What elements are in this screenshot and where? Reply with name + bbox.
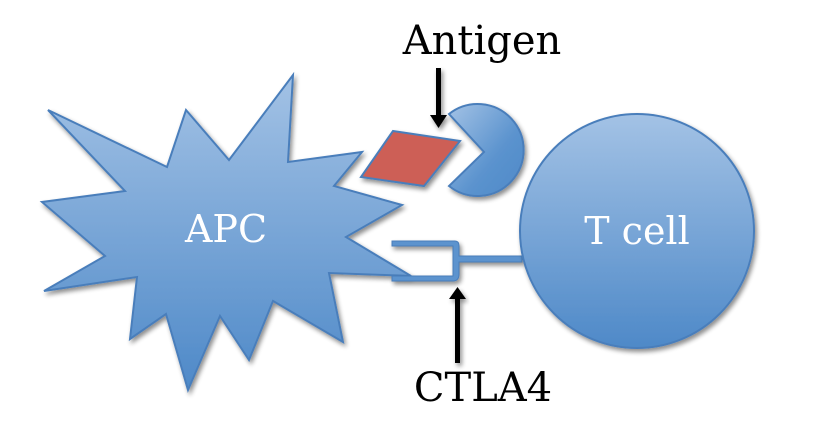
antigen-callout: Antigen: [402, 18, 562, 128]
t-cell-label: T cell: [584, 209, 690, 253]
antigen-callout-label: Antigen: [402, 18, 562, 64]
apc-label: APC: [184, 207, 267, 251]
apc-cell: APC: [39, 71, 412, 393]
apc-starburst-shape: [39, 71, 412, 393]
arrow-up-icon: [449, 287, 466, 363]
arrow-down-icon: [430, 68, 447, 128]
ctla4-fork-shape: [391, 240, 523, 282]
t-cell-shape: [519, 113, 755, 349]
tcr-receptor-shape: [447, 103, 525, 197]
ctla4-callout: CTLA4: [414, 287, 552, 411]
antigen-shape: [359, 129, 462, 188]
ctla4-receptor: [391, 240, 523, 282]
t-cell: T cell: [519, 113, 755, 349]
ctla4-callout-label: CTLA4: [414, 365, 552, 411]
